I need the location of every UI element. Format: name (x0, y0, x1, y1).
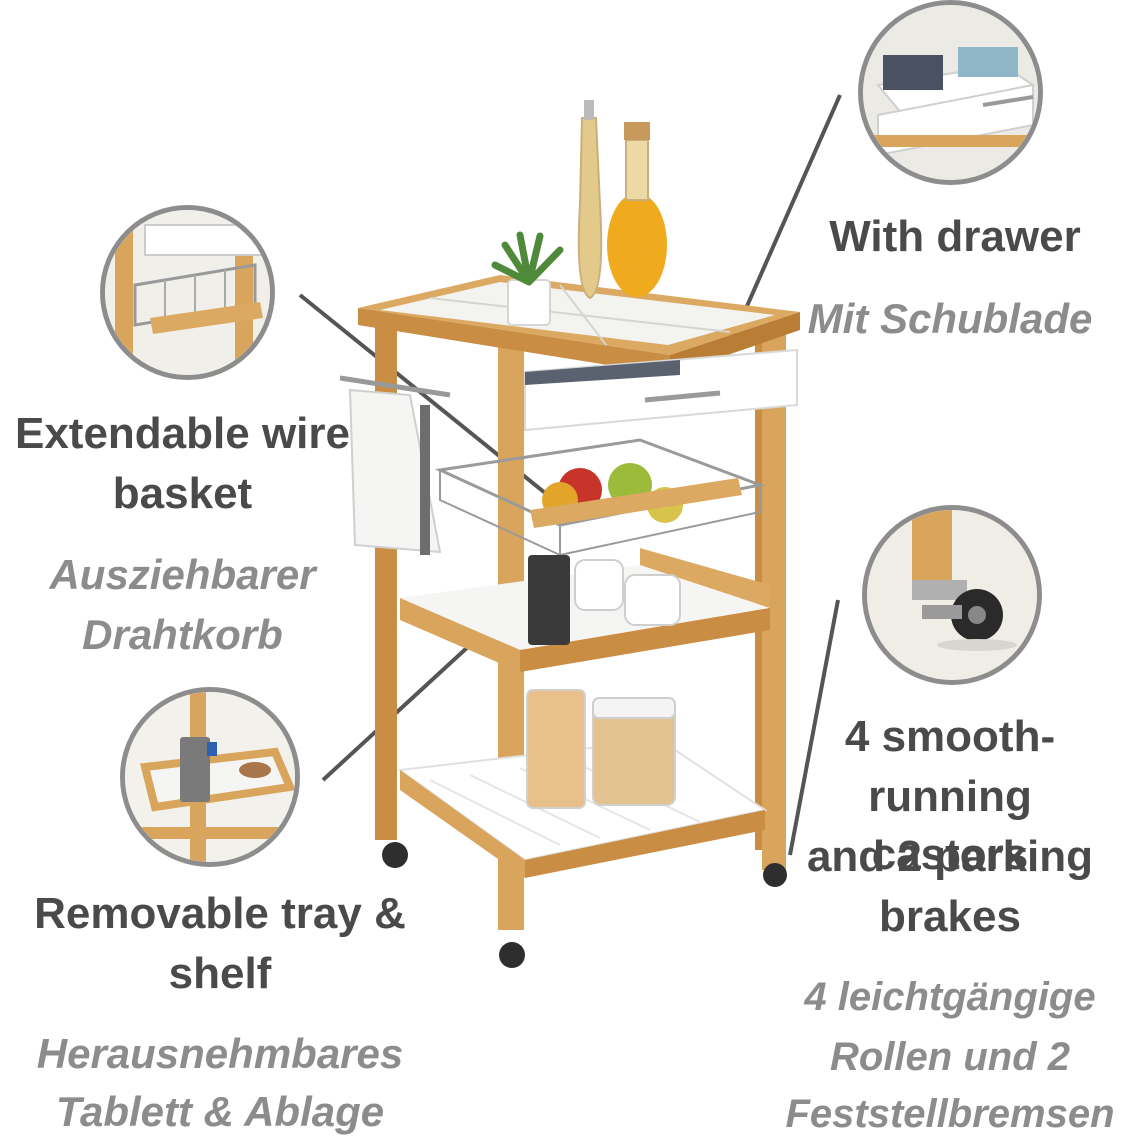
castor-detail-image (862, 505, 1042, 685)
castors-caption-en-line1: 4 smooth- (844, 712, 1056, 761)
basket-caption-de-line1: Ausziehbarer (49, 551, 316, 598)
basket-caption-en-line2: basket (112, 469, 253, 518)
tray-shelf-detail-image (120, 687, 300, 867)
castors-caption-de-line1: 4 leichtgängige (804, 975, 1096, 1019)
drawer-caption-de: Mit Schublade (807, 295, 1093, 342)
tray-caption-en-line2: shelf (168, 949, 272, 998)
drawer-caption-en: With drawer (829, 212, 1081, 261)
castors-caption-de-line3: Feststellbremsen (785, 1092, 1115, 1136)
tray-caption-en-line1: Removable tray & (34, 889, 406, 938)
basket-caption-en-line1: Extendable wire (14, 409, 350, 458)
castors-caption-de-line2: Rollen und 2 (830, 1035, 1070, 1079)
tray-caption-de-line2: Tablett & Ablage (55, 1088, 385, 1135)
castors-caption-en-line2: running castors (868, 772, 1032, 879)
drawer-detail-image (858, 0, 1043, 185)
wire-basket-detail-image (100, 205, 275, 380)
tray-caption-de-line1: Herausnehmbares (36, 1030, 404, 1077)
basket-caption-de-line2: Drahtkorb (82, 611, 283, 658)
castors-caption-en-line3: and 2 parking (806, 832, 1094, 881)
castors-caption-en-line4: brakes (879, 892, 1021, 941)
